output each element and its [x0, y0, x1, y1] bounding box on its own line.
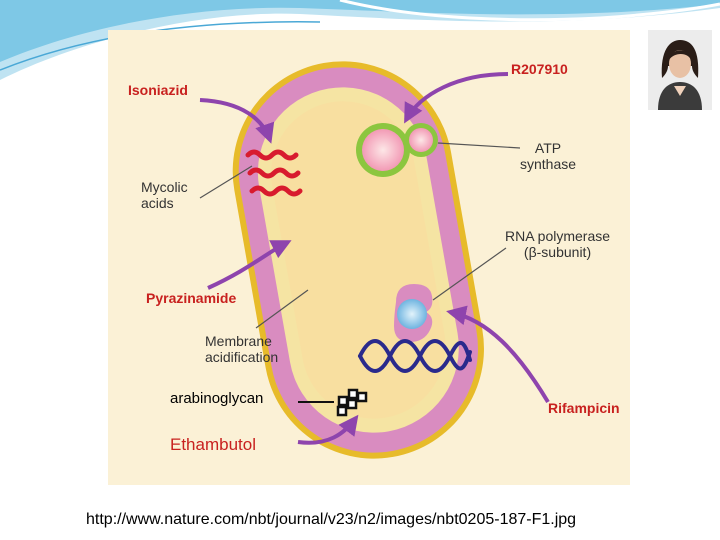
- membrane-acidification-label: Membrane acidification: [205, 333, 279, 366]
- mycolic-acid-waves: [245, 149, 303, 197]
- arabinoglycan-label: arabinoglycan: [170, 390, 264, 407]
- r207910-arrow: [404, 72, 509, 124]
- bacterium-illustration: [199, 61, 550, 459]
- rna-polymerase-label: RNA polymerase (β-subunit): [505, 228, 611, 261]
- membrane-leader-line: [255, 289, 309, 329]
- rifampicin-label: Rifampicin: [548, 400, 620, 416]
- atp-synthase-complex: [356, 123, 438, 177]
- isoniazid-label: Isoniazid: [128, 82, 188, 98]
- ethambutol-arrow: [297, 414, 359, 445]
- rna-leader-line: [432, 247, 507, 301]
- rifampicin-arrow: [446, 305, 550, 404]
- person-portrait-icon: [648, 30, 712, 110]
- source-url-caption: http://www.nature.com/nbt/journal/v23/n2…: [86, 511, 577, 528]
- pyrazinamide-label: Pyrazinamide: [146, 290, 237, 306]
- presenter-photo: [648, 30, 712, 110]
- arabinoglycan-chain: [336, 388, 368, 417]
- mycolic-acids-label: Mycolic acids: [141, 179, 188, 212]
- mycolic-leader-line: [199, 165, 253, 199]
- r207910-label: R207910: [511, 61, 568, 77]
- ethambutol-label: Ethambutol: [170, 435, 256, 454]
- atp-synthase-label: ATP synthase: [520, 140, 577, 173]
- dna-helix: [358, 339, 472, 373]
- atp-leader-line: [437, 142, 521, 149]
- rna-polymerase-complex: [394, 284, 433, 342]
- pyrazinamide-arrow: [207, 240, 292, 290]
- isoniazid-arrow: [199, 98, 275, 144]
- tb-drug-target-diagram: Isoniazid R207910 ATP synthase Mycolic a…: [108, 30, 630, 485]
